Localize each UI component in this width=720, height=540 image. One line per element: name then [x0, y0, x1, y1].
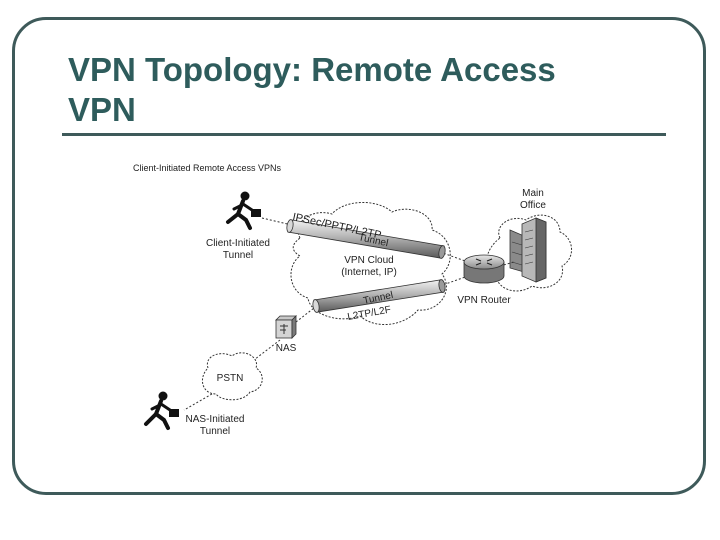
office-building-icon	[509, 217, 547, 283]
client-initiated-label-line-1: Client-Initiated	[206, 238, 270, 249]
remote-user-running-icon-nas	[144, 391, 179, 430]
slide-frame	[12, 17, 706, 495]
cloud-label-line-1: VPN Cloud	[344, 255, 393, 266]
nas-server-icon	[275, 315, 297, 339]
nas-label: NAS	[276, 343, 297, 354]
remote-user-running-icon	[226, 191, 261, 230]
title-divider	[62, 133, 666, 136]
cloud-label-line-2: (Internet, IP)	[341, 267, 397, 278]
router-icon	[463, 254, 505, 284]
nas-initiated-label-line-2: Tunnel	[200, 426, 230, 437]
link-nas-to-bottom-tunnel	[295, 307, 315, 323]
slide-title-line-1: VPN Topology: Remote Access	[68, 51, 556, 88]
slide-title-line-2: VPN	[68, 91, 136, 128]
pstn-label: PSTN	[217, 373, 244, 384]
nas-initiated-tunnel-pipe	[312, 279, 446, 313]
client-initiated-tunnel-pipe	[286, 219, 446, 259]
diagram-caption: Client-Initiated Remote Access VPNs	[133, 163, 282, 173]
client-initiated-label-line-2: Tunnel	[223, 250, 253, 261]
slide-title: VPN Topology: Remote Access VPN	[68, 50, 668, 130]
pstn-cloud	[201, 352, 263, 401]
main-office-label-line-1: Main	[522, 188, 544, 199]
link-pstn-to-user	[183, 393, 213, 411]
nas-initiated-label-line-1: NAS-Initiated	[186, 414, 245, 425]
vpn-router-label: VPN Router	[457, 295, 511, 306]
main-office-label-line-2: Office	[520, 200, 546, 211]
link-router-to-office	[499, 261, 515, 267]
link-nas-to-pstn	[245, 339, 281, 367]
